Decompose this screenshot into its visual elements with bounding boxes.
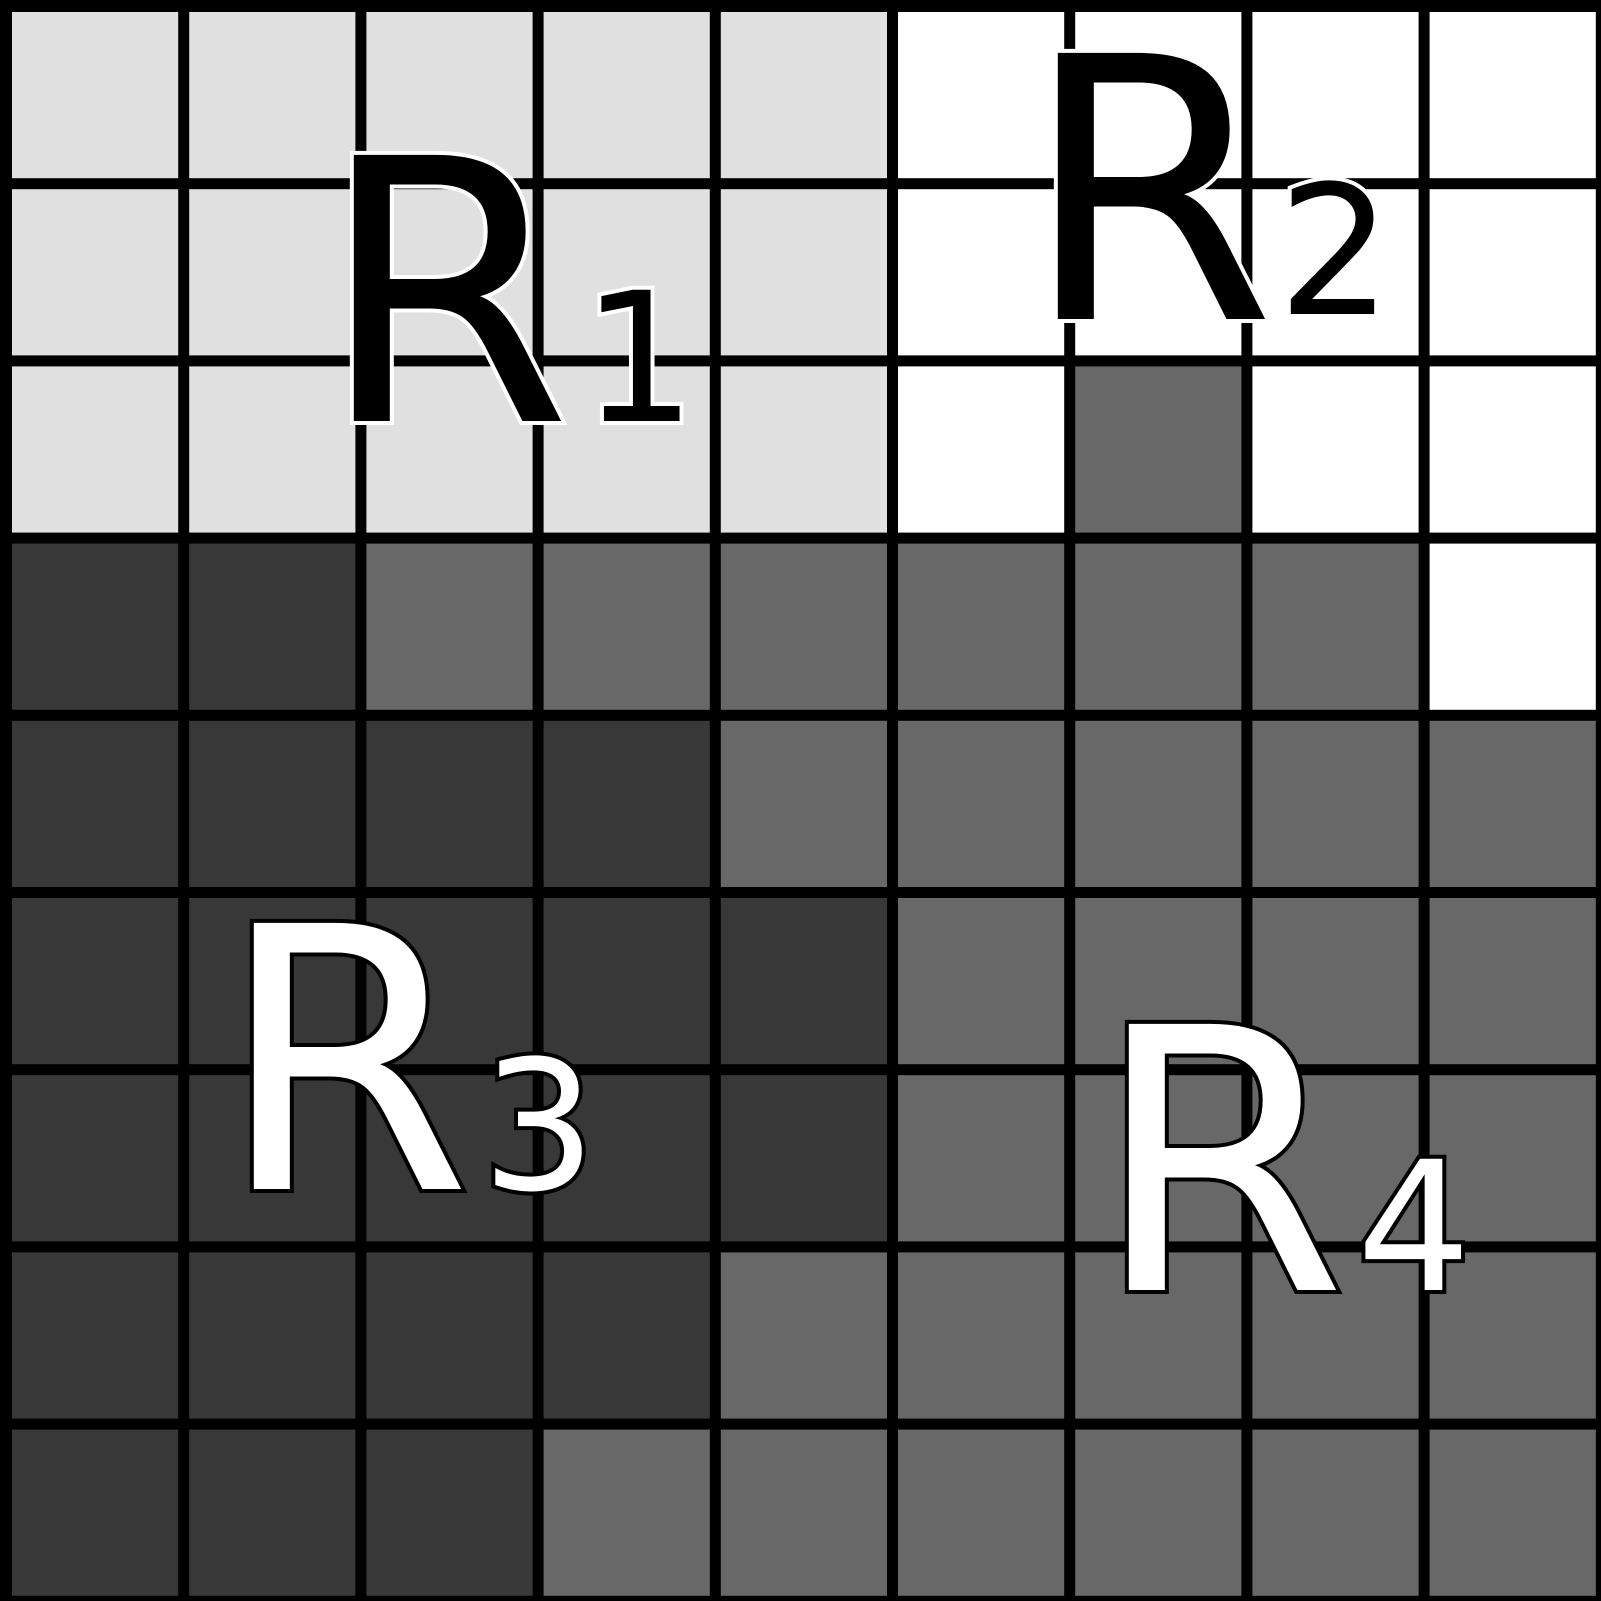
grid-cell — [1075, 543, 1242, 710]
grid-cell — [12, 898, 179, 1065]
region-label-r3-subscript: 3 — [482, 1023, 597, 1232]
grid-cell — [898, 898, 1065, 1065]
grid-cell — [720, 898, 887, 1065]
grid-cell — [1075, 1429, 1242, 1596]
grid-cell — [898, 1252, 1065, 1419]
grid-cell — [1429, 1075, 1596, 1242]
grid-cell — [543, 898, 710, 1065]
grid-cell — [366, 898, 533, 1065]
grid-cell — [543, 720, 710, 887]
grid-cell — [366, 1075, 533, 1242]
grid-cell — [12, 189, 179, 356]
grid-cell — [898, 1075, 1065, 1242]
grid-cell — [898, 720, 1065, 887]
grid-cell — [898, 366, 1065, 533]
grid-cell — [1252, 189, 1419, 356]
region-label-r1-letter: R — [318, 83, 572, 508]
grid-cell — [543, 543, 710, 710]
grid-cell — [898, 12, 1065, 179]
grid-cell — [1252, 1252, 1419, 1419]
grid-cell — [1075, 12, 1242, 179]
grid-cell — [189, 1252, 356, 1419]
grid-cell — [720, 1429, 887, 1596]
grid-cell — [189, 720, 356, 887]
grid-cell — [543, 1429, 710, 1596]
grid-cell — [1252, 1429, 1419, 1596]
region-label-r2: R2 — [1022, 0, 1392, 406]
grid-cell — [189, 898, 356, 1065]
region-label-r3-letter: R — [218, 851, 472, 1276]
grid-cells — [12, 12, 1596, 1596]
grid-cell — [1429, 543, 1596, 710]
grid-cell — [1252, 1075, 1419, 1242]
grid-cell — [366, 543, 533, 710]
grid-cell — [189, 1075, 356, 1242]
grid-cell — [12, 1075, 179, 1242]
region-label-r1: R1 — [318, 83, 696, 508]
grid-cell — [720, 366, 887, 533]
grid-cell — [12, 1429, 179, 1596]
grid-cell — [189, 1429, 356, 1596]
grid-cell — [1429, 1252, 1596, 1419]
grid-cell — [1075, 189, 1242, 356]
grid-cell — [1075, 720, 1242, 887]
grid-cell — [1252, 366, 1419, 533]
grid-cell — [720, 543, 887, 710]
grid-cell — [1252, 898, 1419, 1065]
region-label-r1-subscript: 1 — [582, 255, 697, 464]
grid-cell — [189, 189, 356, 356]
grid-cell — [366, 720, 533, 887]
region-label-r2-letter: R — [1022, 0, 1276, 406]
grid-cell — [1429, 720, 1596, 887]
grid-cell — [543, 189, 710, 356]
grid-cell — [366, 12, 533, 179]
grid-cell — [543, 366, 710, 533]
grid-cell — [720, 12, 887, 179]
grid-cell — [1429, 1429, 1596, 1596]
grid-cell — [12, 1252, 179, 1419]
grid-cell — [189, 543, 356, 710]
grid-cell — [543, 1075, 710, 1242]
grid-cell — [366, 1429, 533, 1596]
grid-cell — [1429, 898, 1596, 1065]
grid-cell — [898, 189, 1065, 356]
grid-cell — [1252, 720, 1419, 887]
grid-cell — [189, 12, 356, 179]
grid-cell — [189, 366, 356, 533]
region-labels: R1 R2 R3 R4 — [214, 0, 1475, 1381]
grid-cell — [720, 720, 887, 887]
grid-cell — [720, 189, 887, 356]
grid-cell — [12, 720, 179, 887]
region-label-r4-letter: R — [1093, 952, 1347, 1377]
grid-cell — [1252, 12, 1419, 179]
grid-cell — [366, 366, 533, 533]
grid-cell — [12, 366, 179, 533]
grid-cell — [12, 12, 179, 179]
grid-cell — [12, 543, 179, 710]
grid-cell — [1075, 898, 1242, 1065]
grid-cell — [1252, 543, 1419, 710]
region-label-r4-subscript: 4 — [1357, 1124, 1472, 1333]
grid-cell — [1075, 1075, 1242, 1242]
grid-cell — [366, 1252, 533, 1419]
grid-cell — [898, 1429, 1065, 1596]
grid-cell — [898, 543, 1065, 710]
grid-cell — [720, 1252, 887, 1419]
grid-cell — [1429, 12, 1596, 179]
region-label-r2-subscript: 2 — [1278, 148, 1393, 357]
grid-cell — [1429, 189, 1596, 356]
grid-cell — [720, 1075, 887, 1242]
grid-cell — [543, 12, 710, 179]
region-label-r3: R3 — [218, 851, 596, 1276]
grid-cell — [1075, 366, 1242, 533]
grid-cell — [366, 189, 533, 356]
grid-cell — [543, 1252, 710, 1419]
grid-cell — [1429, 366, 1596, 533]
grid-cell — [1075, 1252, 1242, 1419]
region-label-r4: R4 — [1093, 952, 1471, 1377]
